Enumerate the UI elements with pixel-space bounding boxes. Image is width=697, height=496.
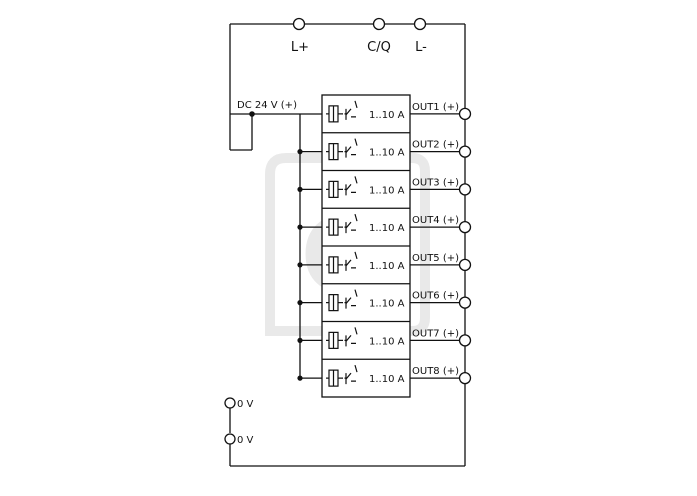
switch-contact-icon [342,251,358,271]
channel-rating: 1..10 A [369,261,405,272]
output-terminal[interactable] [458,371,472,385]
top-terminals: L+ C/Q L- [291,17,427,55]
channel-row: 1..10 A OUT6 (+) [297,283,472,312]
junction-dot [297,262,303,268]
label-0v-1: 0 V [237,399,254,410]
switch-contact-icon [342,364,358,385]
channel-rating: 1..10 A [369,148,405,159]
channel-rating: 1..10 A [369,110,405,121]
output-label: OUT8 (+) [412,366,459,377]
channel-rows: 1..10 A OUT1 (+) 1..10 A OUT2 (+) 1..10 A OUT… [297,100,472,387]
channel-rating: 1..10 A [369,374,405,385]
terminal-l-plus[interactable] [292,17,306,31]
relay-coil-icon [326,105,342,123]
output-label: OUT4 (+) [412,215,459,226]
supply-label: DC 24 V (+) [237,100,297,111]
output-label: OUT7 (+) [412,328,459,339]
terminal-l-minus[interactable] [413,17,427,31]
junction-dot [249,111,255,117]
channel-row: 1..10 A OUT1 (+) [326,100,472,123]
output-label: OUT2 (+) [412,140,459,151]
ground-terminals: 0 V 0 V [224,397,254,446]
junction-dot [297,337,303,343]
relay-coil-icon [326,180,342,198]
switch-contact-icon [342,100,358,120]
channel-row: 1..10 A OUT3 (+) [297,169,472,198]
output-label: OUT6 (+) [412,291,459,302]
switch-contact-icon [342,327,358,347]
channel-row: 1..10 A OUT7 (+) [297,320,472,349]
junction-dot [297,224,303,230]
channel-row: 1..10 A OUT5 (+) [297,245,472,274]
label-l-plus: L+ [291,40,309,55]
output-label: OUT5 (+) [412,253,459,264]
label-0v-2: 0 V [237,435,254,446]
relay-coil-icon [326,331,342,349]
junction-dot [297,186,303,192]
output-terminal[interactable] [458,107,472,121]
channel-rating: 1..10 A [369,336,405,347]
junction-dot [297,149,303,155]
channel-rating: 1..10 A [369,299,405,310]
output-terminal[interactable] [458,296,472,309]
label-l-minus: L- [415,40,427,55]
channel-row: 1..10 A OUT8 (+) [297,358,472,387]
output-terminal[interactable] [458,258,472,272]
junction-dot [297,375,303,381]
switch-contact-icon [342,138,358,158]
outer-wiring [229,23,466,467]
relay-coil-icon [326,256,342,274]
relay-coil-icon [326,218,342,236]
terminal-0v-2[interactable] [224,433,236,445]
output-terminal[interactable] [458,183,472,196]
channel-row: 1..10 A OUT4 (+) [297,207,472,236]
terminal-c-q[interactable] [372,17,386,31]
output-terminal[interactable] [458,334,472,347]
relay-coil-icon [326,369,342,387]
output-label: OUT3 (+) [412,177,459,188]
output-label: OUT1 (+) [412,102,459,113]
junction-dot [297,300,303,306]
channel-rating: 1..10 A [369,223,405,234]
channel-row: 1..10 A OUT2 (+) [297,132,472,161]
switch-contact-icon [342,213,358,234]
switch-contact-icon [342,289,358,309]
output-terminal[interactable] [458,220,472,234]
relay-coil-icon [326,143,342,161]
terminal-0v-1[interactable] [224,397,236,409]
relay-coil-icon [326,294,342,312]
channel-rating: 1..10 A [369,185,405,196]
label-c-q: C/Q [367,40,391,55]
switch-contact-icon [342,176,358,196]
output-terminal[interactable] [458,145,472,158]
